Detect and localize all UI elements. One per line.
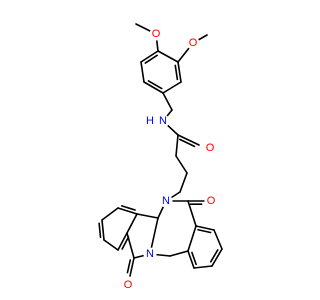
bond-layer (98, 23, 223, 277)
bond-3 (157, 50, 179, 63)
bond-6 (143, 81, 164, 94)
bond-26-second-line (197, 228, 212, 234)
bond-22 (187, 200, 197, 227)
atom-label-n-amide: N (159, 115, 167, 127)
bond-38 (101, 219, 105, 241)
atom-n-ring: N (159, 194, 173, 208)
atom-n-amide: N (156, 114, 170, 128)
bond-27 (213, 229, 223, 250)
bond-23 (187, 225, 197, 252)
bond-36-second-line (121, 205, 136, 211)
atom-n-fused: N (143, 247, 157, 261)
bond-15 (175, 155, 188, 174)
atom-o-ketone-top: O (204, 194, 218, 208)
molecule-svg: O O N H O N O (98, 23, 223, 292)
bond-24 (169, 250, 189, 257)
atom-o-amide: O (203, 141, 217, 155)
bond-29 (193, 265, 213, 269)
bond-13-second-line (178, 138, 196, 148)
bond-37 (101, 207, 119, 221)
bond-7 (140, 61, 145, 83)
atom-label-o-methoxy-top: O (152, 28, 161, 40)
atom-label-layer: O O N H O N O (121, 27, 218, 292)
atom-label-o-ketone-top: O (207, 195, 216, 207)
bond-31 (136, 213, 159, 219)
atom-label-o-methoxy-right: O (189, 37, 198, 49)
atom-label-n-fused: N (146, 248, 154, 260)
atom-h-amide: H (144, 115, 156, 127)
bond-40-second-line (121, 236, 130, 250)
molecule-structure-diagram: O O N H O N O (98, 23, 223, 292)
atom-o-methoxy-right: O (186, 36, 200, 50)
bond-40 (117, 232, 128, 251)
atom-o-methoxy-top: O (149, 27, 163, 41)
bond-10 (162, 92, 173, 111)
bond-14 (175, 134, 179, 157)
bond-16 (179, 172, 188, 193)
bond-4-second-line (174, 64, 179, 81)
bond-38-second-line (98, 222, 102, 239)
bond-8-second-line (144, 54, 158, 64)
bond-6-second-line (147, 80, 163, 90)
bond-4 (177, 61, 182, 83)
bond-30-second-line (191, 251, 197, 266)
atom-label-h-amide: H (146, 115, 154, 127)
bond-13 (177, 134, 200, 146)
bond-35 (129, 257, 135, 277)
atom-label-o-ketone-bottom: O (124, 279, 133, 291)
bond-28-second-line (209, 249, 219, 263)
bond-30 (187, 250, 195, 269)
bond-35-second-line (126, 259, 132, 274)
bond-32 (126, 213, 138, 234)
bond-26 (195, 225, 215, 231)
bond-8 (140, 50, 159, 63)
atom-label-o-amide: O (206, 142, 215, 154)
bond-5 (162, 81, 182, 94)
bond-28 (211, 248, 223, 267)
atom-o-ketone-bottom: O (121, 278, 135, 292)
atom-label-n-ring: N (162, 195, 170, 207)
bond-39 (103, 239, 119, 251)
bond-36 (117, 207, 138, 215)
